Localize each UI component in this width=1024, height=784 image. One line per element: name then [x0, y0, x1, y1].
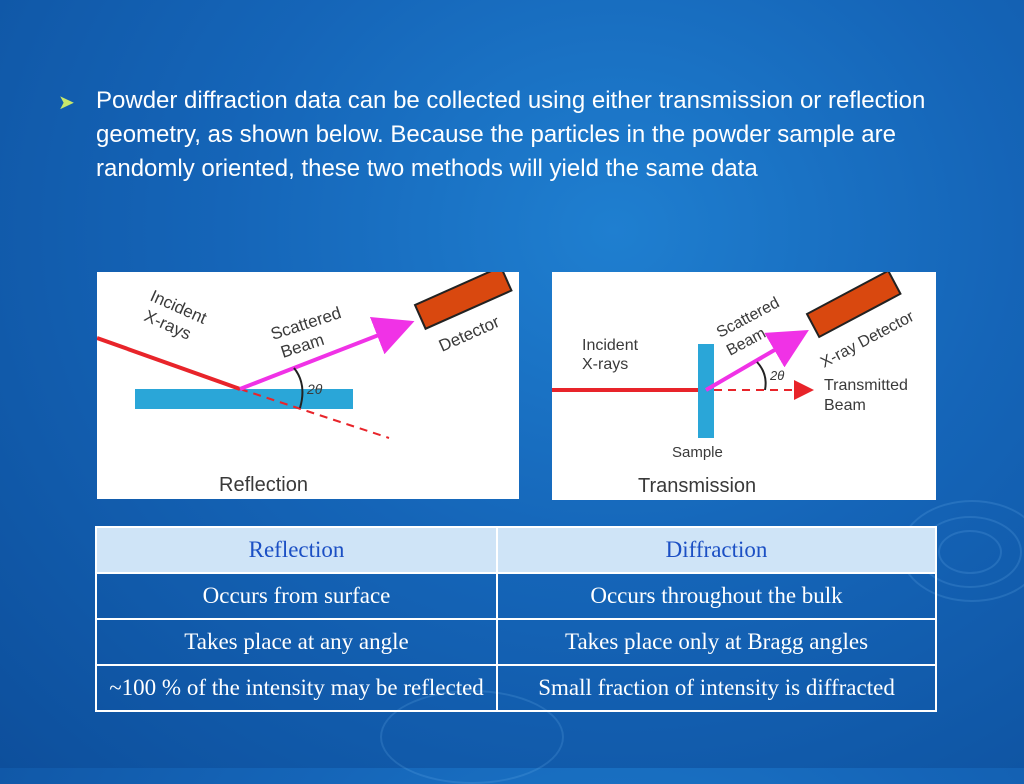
table-cell: ~100 % of the intensity may be reflected — [94, 664, 499, 712]
angle-arc — [293, 367, 304, 409]
incident-label-2: X-rays — [582, 356, 628, 373]
sample-slab — [698, 344, 714, 438]
transmitted-label-1: Transmitted — [824, 377, 908, 394]
reflection-caption: Reflection — [219, 474, 308, 496]
table-cell: Occurs from surface — [94, 572, 499, 620]
table-cell: Takes place at any angle — [94, 618, 499, 666]
table-row: ~100 % of the intensity may be reflected… — [94, 664, 937, 712]
incident-beam — [97, 336, 241, 391]
table-header: Diffraction — [496, 526, 937, 574]
transmission-diagram: Incident X-rays Scattered Beam X-ray Det… — [552, 272, 936, 500]
bullet-text: Powder diffraction data can be collected… — [96, 87, 926, 182]
reflection-diagram: Incident X-rays Scattered Beam Detector … — [97, 272, 519, 499]
detector-box — [413, 272, 513, 331]
comparison-table: Reflection Diffraction Occurs from surfa… — [94, 526, 937, 712]
table-cell: Occurs throughout the bulk — [496, 572, 937, 620]
table-header-row: Reflection Diffraction — [94, 526, 937, 574]
table-header: Reflection — [94, 526, 499, 574]
scattered-beam — [239, 316, 415, 391]
angle-arc — [756, 361, 767, 391]
angle-label: 2θ — [769, 368, 784, 383]
transmitted-label-2: Beam — [824, 397, 866, 414]
arrow-right-icon: ➤ — [58, 92, 75, 114]
sample-slab — [135, 389, 353, 409]
table-cell: Takes place only at Bragg angles — [496, 618, 937, 666]
detector-box — [805, 272, 902, 339]
scattered-beam — [704, 329, 809, 392]
table-row: Occurs from surface Occurs throughout th… — [94, 572, 937, 620]
table-row: Takes place at any angle Takes place onl… — [94, 618, 937, 666]
transmission-caption: Transmission — [638, 475, 756, 497]
angle-label: 2θ — [306, 381, 323, 397]
table-cell: Small fraction of intensity is diffracte… — [496, 664, 937, 712]
transmitted-dashed-line — [239, 388, 390, 439]
incident-label-1: Incident — [582, 337, 639, 354]
sample-label: Sample — [672, 444, 723, 461]
